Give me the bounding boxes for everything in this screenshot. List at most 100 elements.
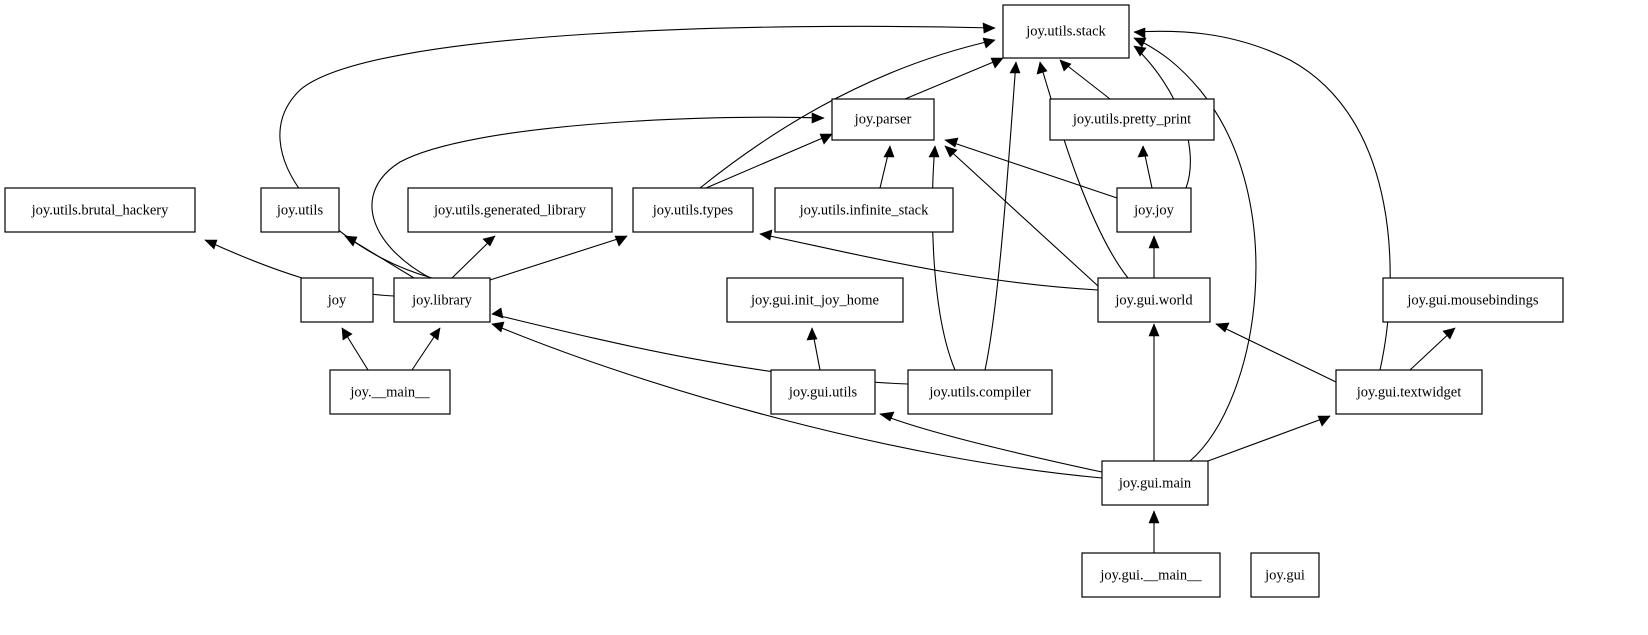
node-joy.utils.stack[interactable]: joy.utils.stack [1002, 4, 1130, 59]
node-label: joy.utils [276, 202, 324, 218]
arrowhead [614, 235, 628, 247]
arrowhead [982, 22, 996, 34]
node-label: joy.gui.__main__ [1099, 567, 1202, 583]
node-joy.gui.init_joy_home[interactable]: joy.gui.init_joy_home [726, 277, 904, 323]
node-joy.utils.brutal_hackery[interactable]: joy.utils.brutal_hackery [4, 187, 196, 233]
node-joy.gui.world[interactable]: joy.gui.world [1097, 277, 1211, 323]
node-box[interactable] [407, 187, 613, 233]
arrowhead [879, 411, 895, 422]
arrowhead [429, 327, 441, 341]
node-joy.gui[interactable]: joy.gui [1250, 552, 1320, 598]
arrowhead [944, 137, 959, 148]
arrowhead [759, 229, 773, 241]
arrowhead [204, 239, 218, 250]
node-box[interactable] [831, 98, 935, 141]
arrowhead [1317, 415, 1331, 427]
node-box[interactable] [300, 277, 374, 323]
arrowhead [1133, 45, 1147, 57]
node-joy.gui.textwidget[interactable]: joy.gui.textwidget [1335, 369, 1483, 415]
node-label: joy.utils.brutal_hackery [31, 202, 170, 218]
node-label: joy.utils.compiler [928, 384, 1031, 400]
node-joy.__main__[interactable]: joy.__main__ [329, 369, 451, 415]
node-joy.gui.utils[interactable]: joy.gui.utils [770, 369, 876, 415]
node-box[interactable] [1049, 98, 1215, 141]
node-label: joy.__main__ [349, 384, 430, 400]
node-joy.utils.compiler[interactable]: joy.utils.compiler [907, 369, 1053, 415]
node-label: joy.gui.mousebindings [1406, 292, 1539, 308]
arrowhead [1148, 510, 1160, 524]
node-joy.gui.mousebindings[interactable]: joy.gui.mousebindings [1382, 277, 1564, 323]
node-joy.gui.main[interactable]: joy.gui.main [1101, 460, 1209, 506]
node-joy.utils.generated_library[interactable]: joy.utils.generated_library [407, 187, 613, 233]
arrowhead [990, 57, 1004, 69]
node-box[interactable] [1081, 552, 1221, 598]
node-box[interactable] [1335, 369, 1483, 415]
arrowhead [1059, 59, 1072, 72]
arrowhead [883, 145, 895, 158]
node-joy.utils[interactable]: joy.utils [260, 187, 340, 233]
arrowhead [819, 133, 833, 145]
arrowhead [491, 307, 504, 319]
node-box[interactable] [632, 187, 754, 233]
node-joy.joy[interactable]: joy.joy [1116, 187, 1192, 233]
edge-joy.utils.compiler-to-joy.parser [931, 145, 956, 371]
arrowhead [1148, 235, 1160, 249]
node-label: joy.utils.types [652, 202, 734, 218]
node-box[interactable] [1382, 277, 1564, 323]
node-joy.parser[interactable]: joy.parser [831, 98, 935, 141]
node-box[interactable] [1101, 460, 1209, 506]
node-label: joy.gui.main [1118, 475, 1192, 491]
node-box[interactable] [393, 277, 491, 323]
edge-joy.utils.compiler-to-joy.utils.stack [984, 61, 1017, 371]
node-label: joy [327, 292, 347, 308]
node-box[interactable] [770, 369, 876, 415]
edge-joy.gui.main-to-joy.gui.textwidget [1207, 415, 1331, 462]
edge-joy.library-to-joy.utils.types [489, 235, 628, 281]
edge-joy.gui.textwidget-to-joy.gui.world [1215, 323, 1337, 383]
node-joy.utils.infinite_stack[interactable]: joy.utils.infinite_stack [774, 187, 954, 233]
node-label: joy.utils.infinite_stack [799, 202, 929, 218]
arrowhead [944, 145, 958, 158]
node-box[interactable] [4, 187, 196, 233]
arrowhead [1215, 322, 1230, 333]
edge-joy.gui.main-to-joy.gui.utils [879, 413, 1103, 473]
node-box[interactable] [1250, 552, 1320, 598]
node-label: joy.gui.textwidget [1356, 384, 1462, 400]
node-label: joy.joy [1133, 202, 1174, 218]
edge-joy.gui.main-to-joy.utils.stack [1133, 37, 1257, 462]
node-box[interactable] [1116, 187, 1192, 233]
arrowhead [344, 235, 358, 247]
node-box[interactable] [907, 369, 1053, 415]
edge-joy.utils.types-to-joy.parser [705, 133, 833, 189]
edge-joy.utils.types-to-joy.utils.stack [699, 39, 996, 189]
edge-joy.library-to-joy.parser [371, 116, 825, 279]
arrowhead [482, 235, 496, 247]
node-box[interactable] [329, 369, 451, 415]
arrowhead [982, 37, 996, 49]
arrowhead [1036, 61, 1048, 75]
node-box[interactable] [260, 187, 340, 233]
edge-joy.gui.world-to-joy.utils.stack [1039, 61, 1129, 279]
node-label: joy.gui.utils [788, 384, 858, 400]
node-box[interactable] [774, 187, 954, 233]
node-joy.gui.__main__[interactable]: joy.gui.__main__ [1081, 552, 1221, 598]
node-label: joy.utils.generated_library [433, 202, 587, 218]
node-joy.utils.pretty_print[interactable]: joy.utils.pretty_print [1049, 98, 1215, 141]
node-box[interactable] [1097, 277, 1211, 323]
node-box[interactable] [1002, 4, 1130, 59]
arrowhead [928, 145, 940, 158]
edge-joy.gui.main-to-joy.library [491, 323, 1103, 479]
node-joy[interactable]: joy [300, 277, 374, 323]
edge-joy.joy-to-joy.parser [944, 139, 1118, 199]
node-joy.library[interactable]: joy.library [393, 277, 491, 323]
node-label: joy.gui [1264, 567, 1305, 583]
node-joy.utils.types[interactable]: joy.utils.types [632, 187, 754, 233]
edge-joy.library-to-joy.utils [344, 235, 415, 279]
node-label: joy.gui.world [1114, 292, 1193, 308]
edge-joy.gui.world-to-joy.utils.types [759, 233, 1099, 291]
node-label: joy.utils.stack [1025, 23, 1106, 39]
node-box[interactable] [726, 277, 904, 323]
arrowhead [1442, 327, 1456, 340]
